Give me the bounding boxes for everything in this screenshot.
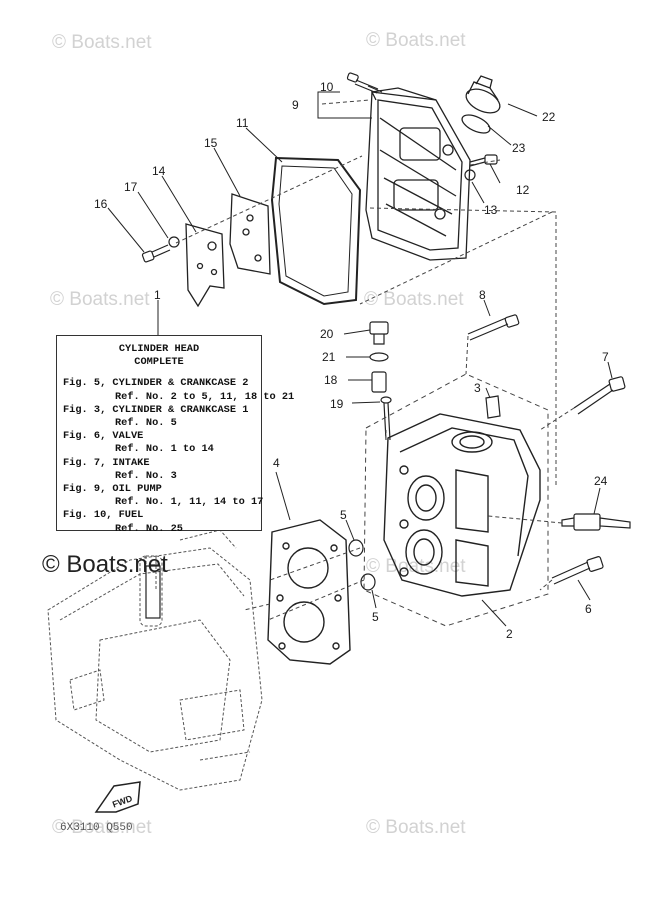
watermark-bottom-left: © Boats.net xyxy=(52,817,152,838)
bolt-8 xyxy=(467,314,520,341)
cover-gasket-inner xyxy=(278,165,353,297)
figure-code: 6X3110 Q550 xyxy=(60,822,133,834)
watermark-top-left: © Boats.net xyxy=(52,32,152,53)
sleeve-18 xyxy=(371,371,387,393)
reference-fig: Fig. 9, OIL PUMP xyxy=(63,483,162,496)
part-number-9: 9 xyxy=(292,98,299,112)
part-number-11: 11 xyxy=(236,116,249,130)
dowel-pin-3 xyxy=(485,395,501,419)
fwd-arrow-icon: FWD xyxy=(94,781,141,813)
bolt-12 xyxy=(469,154,498,167)
watermark-lower-right: © Boats.net xyxy=(366,556,466,577)
watermark-mid-right: © Boats.net xyxy=(364,289,464,310)
spark-plug xyxy=(561,513,631,531)
reference-ref: Ref. No. 25 xyxy=(115,522,183,535)
part-number-24: 24 xyxy=(594,474,608,488)
valve-cover xyxy=(365,87,471,261)
reference-ref: Ref. No. 1 to 14 xyxy=(115,443,214,456)
alignment-lines-lower xyxy=(243,335,575,621)
part-number-2: 2 xyxy=(506,627,513,641)
reference-ref: Ref. No. 2 to 5, 11, 18 to 21 xyxy=(115,390,295,403)
cover-plate xyxy=(185,223,225,308)
part-number-13: 13 xyxy=(484,203,498,217)
crankcase-phantom xyxy=(47,529,263,791)
o-ring-21 xyxy=(369,352,389,362)
head-gasket xyxy=(267,519,351,665)
reference-ref: Ref. No. 3 xyxy=(115,469,177,482)
part-number-17: 17 xyxy=(124,180,138,194)
part-number-16: 16 xyxy=(94,197,108,211)
oil-pressure-fitting xyxy=(369,321,389,345)
part-number-18: 18 xyxy=(324,373,338,387)
part-number-6: 6 xyxy=(585,602,592,616)
reference-fig: Fig. 5, CYLINDER & CRANKCASE 2 xyxy=(63,377,249,390)
cylinder-head xyxy=(383,413,541,597)
alignment-lines-upper xyxy=(175,99,557,486)
reference-ref: Ref. No. 1, 11, 14 to 17 xyxy=(115,496,264,509)
reference-title: CYLINDER HEAD xyxy=(118,343,200,355)
head-outline-dashed xyxy=(363,373,549,627)
reference-fig: Fig. 7, INTAKE xyxy=(63,456,150,469)
reference-box: CYLINDER HEAD COMPLETE Fig. 5, CYLINDER … xyxy=(56,335,295,535)
part-number-15: 15 xyxy=(204,136,218,150)
relief-valve-19 xyxy=(380,396,392,441)
dowel-5b xyxy=(360,573,376,591)
crankshaft-stub xyxy=(145,565,161,619)
breather-plate xyxy=(229,193,271,275)
reference-subtitle: COMPLETE xyxy=(134,356,184,369)
reference-fig: Fig. 6, VALVE xyxy=(63,430,144,443)
part-number-14: 14 xyxy=(152,164,166,178)
cover-gasket xyxy=(270,156,362,306)
part-number-23: 23 xyxy=(512,141,526,155)
washer-13 xyxy=(464,169,476,181)
part-number-1: 1 xyxy=(154,288,161,302)
oil-filler-cap xyxy=(465,75,501,114)
part-number-3: 3 xyxy=(474,381,481,395)
reference-ref: Ref. No. 5 xyxy=(115,417,177,430)
reference-fig: Fig. 10, FUEL xyxy=(63,509,144,522)
leader-lines xyxy=(107,85,613,627)
bolt-16 xyxy=(141,244,171,263)
watermark-mid-left: © Boats.net xyxy=(50,289,150,310)
bolt-6 xyxy=(551,556,604,585)
part-number-7: 7 xyxy=(602,350,609,364)
part-number-10: 10 xyxy=(320,80,334,94)
part-number-4: 4 xyxy=(273,456,280,470)
bolt-7 xyxy=(573,376,626,415)
bolt-10 xyxy=(346,72,379,94)
part-number-5-lower: 5 xyxy=(372,610,379,624)
watermark-top-right: © Boats.net xyxy=(366,30,466,51)
part-number-5-upper: 5 xyxy=(340,508,347,522)
part-number-12: 12 xyxy=(516,183,530,197)
dowel-5a xyxy=(348,539,364,557)
o-ring-23 xyxy=(461,114,491,134)
part-number-19: 19 xyxy=(330,397,344,411)
part-number-21: 21 xyxy=(322,350,336,364)
reference-fig: Fig. 3, CYLINDER & CRANKCASE 1 xyxy=(63,403,249,416)
part-number-22: 22 xyxy=(542,110,556,124)
part-number-20: 20 xyxy=(320,327,334,341)
watermark-big: © Boats.net xyxy=(42,551,168,578)
watermark-bottom-right: © Boats.net xyxy=(366,817,466,838)
part-number-8: 8 xyxy=(479,288,486,302)
